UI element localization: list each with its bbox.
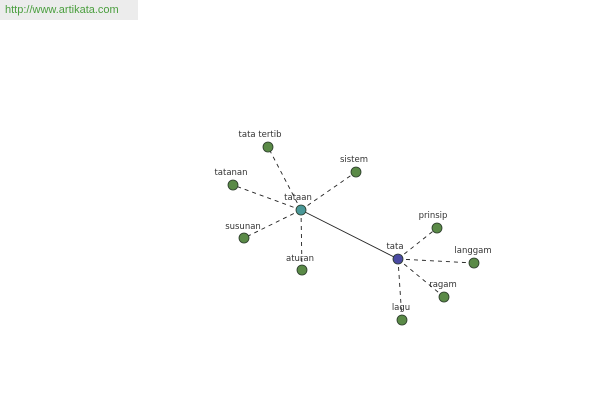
edge-tata-langgam xyxy=(397,258,475,264)
node-label-langgam: langgam xyxy=(454,246,491,256)
edge-tata-prinsip xyxy=(397,227,438,260)
nodes-layer: tataan tata tata tertib sistem tatanan susuna… xyxy=(214,130,492,326)
node-tata[interactable]: tata xyxy=(386,242,404,265)
node-tataan[interactable]: tataan xyxy=(284,193,312,216)
edge-tataan-tata-tertib xyxy=(267,146,302,211)
node-label-ragam: ragam xyxy=(429,280,457,290)
node-dot-tatanan[interactable] xyxy=(227,179,239,191)
watermark-url: http://www.artikata.com xyxy=(0,0,138,20)
node-dot-tataan[interactable] xyxy=(295,204,307,216)
node-ragam[interactable]: ragam xyxy=(429,280,457,303)
node-label-tata: tata xyxy=(386,242,403,252)
node-dot-aturan[interactable] xyxy=(296,264,308,276)
node-susunan[interactable]: susunan xyxy=(225,222,261,244)
edge-tataan-sistem xyxy=(300,171,357,211)
node-dot-sistem[interactable] xyxy=(350,166,362,178)
node-prinsip[interactable]: prinsip xyxy=(419,211,448,234)
node-lagu[interactable]: lagu xyxy=(392,303,410,326)
node-label-susunan: susunan xyxy=(225,222,261,232)
node-label-aturan: aturan xyxy=(286,254,314,264)
node-dot-langgam[interactable] xyxy=(468,257,480,269)
node-dot-tata[interactable] xyxy=(392,253,404,265)
node-label-tatanan: tatanan xyxy=(214,168,247,178)
edge-tata-lagu xyxy=(397,258,403,321)
node-label-lagu: lagu xyxy=(392,303,410,313)
edge-tataan-aturan xyxy=(300,209,303,271)
node-label-tata-tertib: tata tertib xyxy=(239,130,282,140)
node-aturan[interactable]: aturan xyxy=(286,254,314,276)
node-dot-tata-tertib[interactable] xyxy=(262,141,274,153)
node-dot-lagu[interactable] xyxy=(396,314,408,326)
edge-tataan-susunan xyxy=(243,209,302,239)
node-dot-ragam[interactable] xyxy=(438,291,450,303)
node-label-sistem: sistem xyxy=(340,155,368,165)
edges-layer xyxy=(232,146,475,321)
edge-tata-ragam xyxy=(397,258,445,298)
node-dot-susunan[interactable] xyxy=(238,232,250,244)
node-label-tataan: tataan xyxy=(284,193,312,203)
node-dot-prinsip[interactable] xyxy=(431,222,443,234)
node-label-prinsip: prinsip xyxy=(419,211,448,221)
node-tata-tertib[interactable]: tata tertib xyxy=(239,130,282,153)
node-langgam[interactable]: langgam xyxy=(454,246,492,269)
edge-tataan-tata xyxy=(300,209,399,260)
node-sistem[interactable]: sistem xyxy=(340,155,368,178)
node-tatanan[interactable]: tatanan xyxy=(214,168,248,191)
